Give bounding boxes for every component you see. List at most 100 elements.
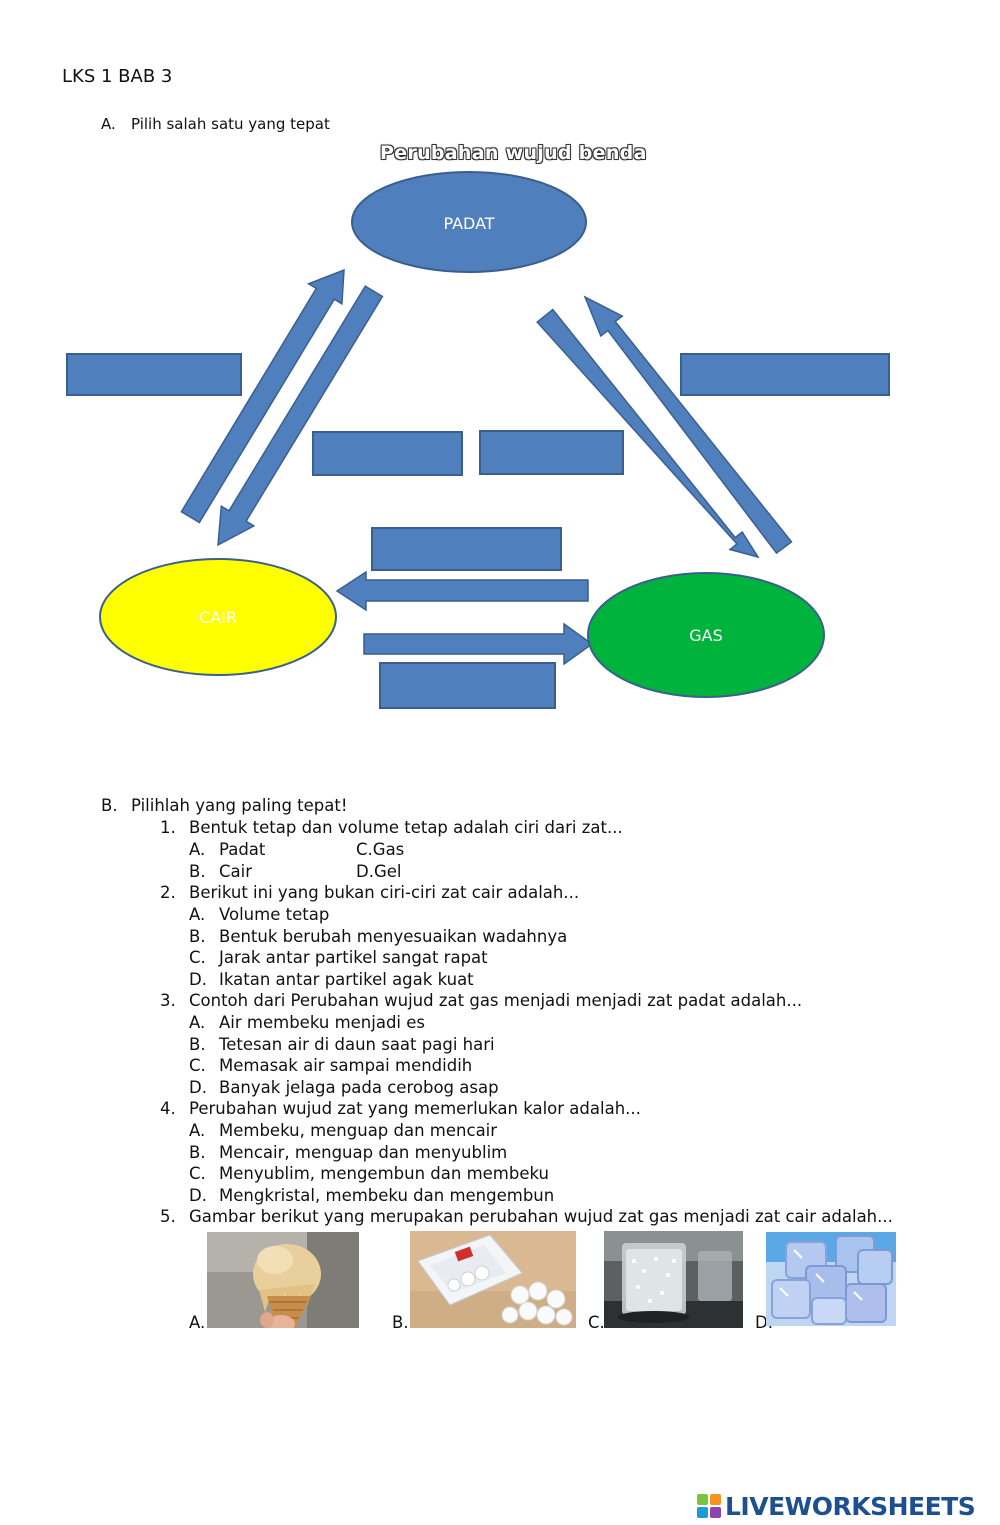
option-marker: B.	[189, 1143, 206, 1162]
option-text: Mencair, menguap dan menyublim	[219, 1143, 508, 1162]
arrow-gas-to-padat	[583, 295, 793, 555]
liveworksheets-logo-text: LIVEWORKSHEETS	[725, 1491, 976, 1521]
option-4d[interactable]: D. Mengkristal, membeku dan mengembun	[189, 1185, 554, 1207]
option-2b[interactable]: B.Bentuk berubah menyesuaikan wadahnya	[189, 926, 567, 948]
option-1d[interactable]: D.Gel	[356, 861, 401, 883]
option-marker: D.	[189, 970, 207, 989]
option-text: Volume tetap	[219, 905, 330, 924]
option-marker: C.	[356, 840, 373, 859]
image-option-b[interactable]	[410, 1231, 576, 1328]
answer-box-padat-gas[interactable]	[479, 430, 624, 475]
question-number: 2.	[160, 883, 176, 902]
question-number: 3.	[160, 991, 176, 1010]
answer-box-gas-padat[interactable]	[680, 353, 890, 396]
section-a-marker: A.	[101, 115, 116, 133]
diagram-arrows	[180, 268, 793, 666]
question-text: Bentuk tetap dan volume tetap adalah cir…	[189, 818, 623, 837]
option-text: Cair	[219, 862, 252, 881]
node-padat-label: PADAT	[443, 214, 494, 233]
option-text: Gas	[372, 840, 405, 859]
question-1: 1. Bentuk tetap dan volume tetap adalah c…	[160, 817, 623, 839]
section-b-marker: B.	[101, 796, 118, 815]
option-marker: A.	[189, 1013, 206, 1032]
question-text: Gambar berikut yang merupakan perubahan …	[189, 1207, 893, 1226]
option-1a[interactable]: A. Padat	[189, 839, 265, 861]
option-text: Tetesan air di daun saat pagi hari	[219, 1035, 495, 1054]
section-b-heading: B. Pilihlah yang paling tepat!	[101, 795, 347, 817]
option-2c[interactable]: C.Jarak antar partikel sangat rapat	[189, 947, 488, 969]
option-marker: A.	[189, 905, 206, 924]
option-3a[interactable]: A. Air membeku menjadi es	[189, 1012, 425, 1034]
image-option-c[interactable]	[604, 1231, 743, 1328]
arrow-cair-to-padat	[180, 268, 345, 524]
node-gas	[587, 572, 825, 698]
arrow-cair-to-gas	[363, 622, 594, 666]
option-1c[interactable]: C.Gas	[356, 839, 404, 861]
question-text: Perubahan wujud zat yang memerlukan kalo…	[189, 1099, 641, 1118]
liveworksheets-logo: LIVEWORKSHEETS	[697, 1491, 976, 1521]
question-number: 4.	[160, 1099, 176, 1118]
option-text: Ikatan antar partikel agak kuat	[219, 970, 474, 989]
answer-box-cair-gas[interactable]	[379, 662, 556, 709]
cold-glass-condensation-picture	[604, 1231, 743, 1328]
option-1b[interactable]: B. Cair	[189, 861, 252, 883]
option-3d[interactable]: D.Banyak jelaga pada cerobog asap	[189, 1077, 499, 1099]
liveworksheets-logo-icon	[697, 1494, 723, 1518]
section-b-text: Pilihlah yang paling tepat!	[131, 796, 348, 815]
ice-cubes-picture	[766, 1232, 896, 1326]
question-number: 1.	[160, 818, 176, 837]
option-3b[interactable]: B. Tetesan air di daun saat pagi hari	[189, 1034, 495, 1056]
ice-cream-cone-picture	[207, 1232, 359, 1328]
image-option-a-label[interactable]: A.	[189, 1313, 206, 1332]
option-marker: C.	[189, 1164, 206, 1183]
option-text: Air membeku menjadi es	[219, 1013, 426, 1032]
arrow-padat-to-cair	[217, 285, 384, 547]
option-text: Padat	[219, 840, 266, 859]
option-2a[interactable]: A. Volume tetap	[189, 904, 329, 926]
question-3: 3. Contoh dari Perubahan wujud zat gas me…	[160, 990, 802, 1012]
option-2d[interactable]: D. Ikatan antar partikel agak kuat	[189, 969, 474, 991]
option-text: Banyak jelaga pada cerobog asap	[219, 1078, 499, 1097]
option-text: Memasak air sampai mendidih	[219, 1056, 473, 1075]
option-text: Membeku, menguap dan mencair	[219, 1121, 498, 1140]
image-option-a[interactable]	[207, 1232, 359, 1328]
option-text: Menyublim, mengembun dan membeku	[219, 1164, 549, 1183]
option-marker: B.	[189, 1035, 206, 1054]
option-marker: C.	[189, 1056, 206, 1075]
arrow-padat-to-gas	[536, 308, 760, 559]
document-title: LKS 1 BAB 3	[62, 66, 173, 87]
option-4b[interactable]: B. Mencair, menguap dan menyublim	[189, 1142, 507, 1164]
answer-box-cair-padat[interactable]	[66, 353, 242, 396]
state-change-diagram: PADAT CAIR GAS	[99, 171, 825, 698]
section-a-text: Pilih salah satu yang tepat	[131, 115, 330, 133]
option-text: Jarak antar partikel sangat rapat	[219, 948, 488, 967]
option-marker: A.	[189, 840, 206, 859]
option-marker: B.	[189, 862, 206, 881]
question-text: Contoh dari Perubahan wujud zat gas menj…	[189, 991, 803, 1010]
option-4c[interactable]: C. Menyublim, mengembun dan membeku	[189, 1163, 549, 1185]
option-text: Bentuk berubah menyesuaikan wadahnya	[219, 927, 568, 946]
answer-box-padat-cair[interactable]	[312, 431, 463, 476]
option-text: Gel	[373, 862, 402, 881]
diagram-title: Perubahan wujud benda	[380, 142, 647, 164]
image-option-d[interactable]	[766, 1232, 896, 1326]
option-text: Mengkristal, membeku dan mengembun	[219, 1186, 555, 1205]
question-4: 4. Perubahan wujud zat yang memerlukan ka…	[160, 1098, 641, 1120]
node-cair-label: CAIR	[199, 608, 237, 627]
answer-box-gas-cair[interactable]	[371, 527, 562, 571]
arrow-gas-to-cair	[335, 570, 589, 612]
node-padat	[351, 171, 587, 273]
section-a-heading: A. Pilih salah satu yang tepat	[101, 115, 330, 133]
question-number: 5.	[160, 1207, 176, 1226]
option-marker: D.	[356, 862, 374, 881]
node-cair	[99, 558, 337, 676]
option-marker: A.	[189, 1121, 206, 1140]
option-3c[interactable]: C. Memasak air sampai mendidih	[189, 1055, 472, 1077]
image-option-b-label[interactable]: B.	[392, 1313, 409, 1332]
mothballs-pack-picture	[410, 1231, 576, 1328]
image-option-c-label[interactable]: C.	[588, 1313, 605, 1332]
option-marker: D.	[189, 1186, 207, 1205]
question-5: 5. Gambar berikut yang merupakan perubaha…	[160, 1206, 893, 1228]
question-2: 2.Berikut ini yang bukan ciri-ciri zat c…	[160, 882, 579, 904]
option-4a[interactable]: A. Membeku, menguap dan mencair	[189, 1120, 497, 1142]
